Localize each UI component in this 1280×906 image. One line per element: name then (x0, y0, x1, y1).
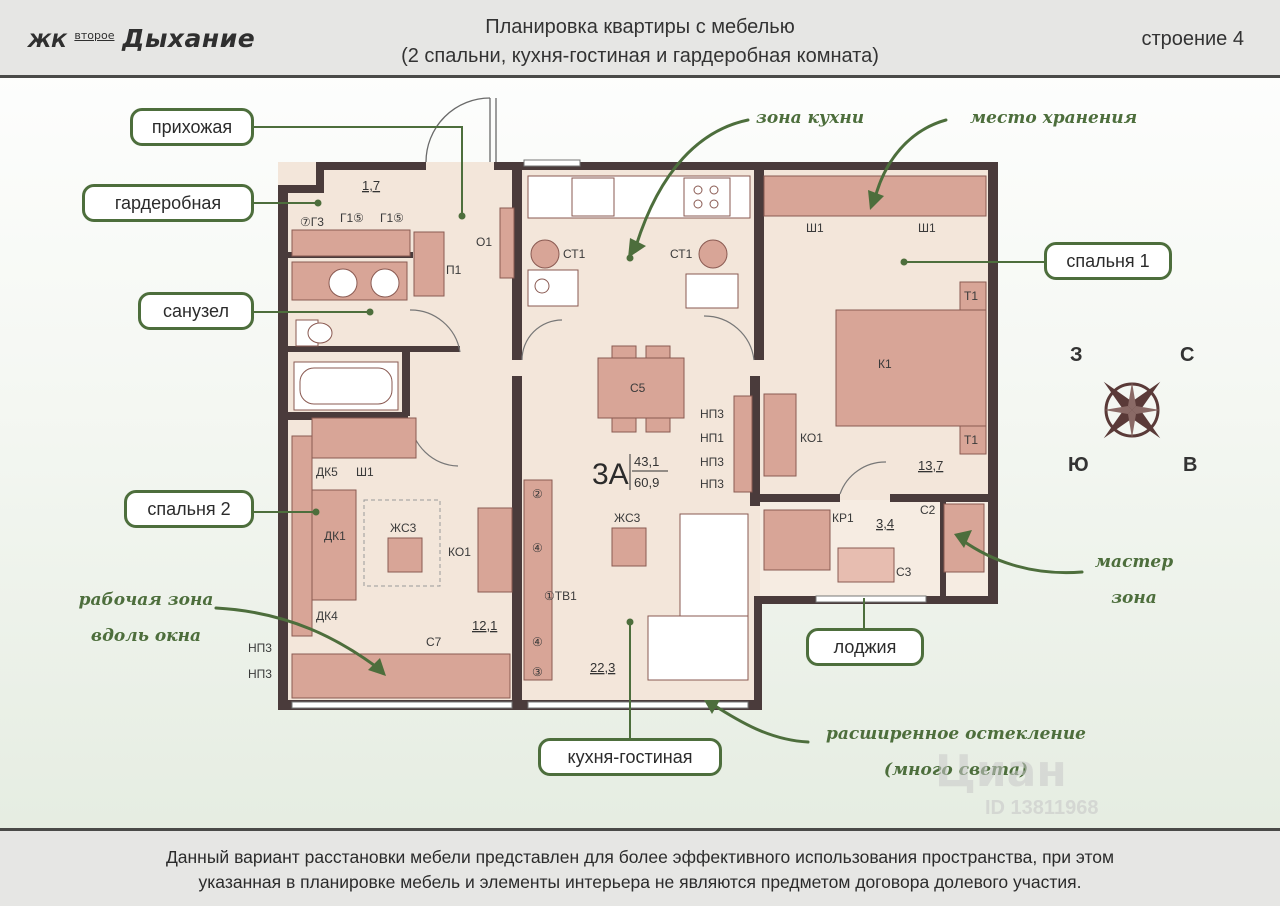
callout-loggia: лоджия (806, 628, 924, 666)
label-c3-num: ③ (532, 665, 543, 679)
label-np1: НП1 (700, 431, 724, 445)
logo-main: Дыхание (122, 24, 256, 53)
label-ko1-right: КО1 (800, 431, 823, 445)
label-k1: К1 (878, 357, 892, 371)
label-sh1c: Ш1 (356, 465, 374, 479)
label-p1: П1 (446, 263, 462, 277)
label-c4b-num: ④ (532, 635, 543, 649)
footer-disclaimer: Данный вариант расстановки мебели предст… (0, 828, 1280, 906)
curved-arrows (214, 118, 1084, 744)
callout-bedroom2: спальня 2 (124, 490, 254, 528)
note-storage: место хранения (970, 108, 1138, 128)
compass-north: С (1180, 344, 1195, 366)
label-np3e: НП3 (248, 667, 272, 681)
note-master-zone-line1: мастер (1094, 552, 1174, 572)
apartment-type: 3А 43,1 60,9 (592, 454, 668, 491)
label-g1a: Г1⑤ (340, 211, 364, 225)
callout-bedroom1: спальня 1 (1044, 242, 1172, 280)
label-g3: ⑦Г3 (300, 215, 324, 229)
label-sh1a: Ш1 (806, 221, 824, 235)
header-bar: ЖК второе Дыхание Планировка квартиры с … (0, 0, 1280, 78)
interior-doors (409, 309, 887, 495)
compass-west: З (1070, 344, 1083, 366)
apartment-total-area: 60,9 (634, 475, 659, 490)
label-o1: О1 (476, 235, 492, 249)
note-work-zone-line1: рабочая зона (78, 590, 214, 610)
logo: ЖК второе Дыхание (28, 24, 255, 58)
note-master-zone: мастер зона (1082, 544, 1186, 616)
label-kr1: КР1 (832, 511, 854, 525)
label-st1a: СТ1 (563, 247, 586, 261)
note-work-zone: рабочая зона вдоль окна (64, 582, 228, 654)
page-title: Планировка квартиры с мебелью (2 спальни… (320, 13, 960, 71)
footer-line-2: указанная в планировке мебель и элементы… (198, 872, 1082, 892)
note-kitchen-zone: зона кухни (756, 108, 865, 128)
label-np3b: НП3 (700, 455, 724, 469)
label-dk1: ДК1 (324, 529, 346, 543)
callout-hallway: прихожая (130, 108, 254, 146)
watermark-id: ID 13811968 (985, 797, 1099, 819)
label-t1a: Т1 (964, 289, 978, 303)
label-c4a-num: ④ (532, 541, 543, 555)
furniture (291, 175, 987, 699)
compass-rose (1103, 381, 1161, 439)
label-ko1-left: КО1 (448, 545, 471, 559)
compass-east: В (1183, 454, 1198, 476)
label-np3d: НП3 (248, 641, 272, 655)
callout-bathroom: санузел (138, 292, 254, 330)
label-dk4: ДК4 (316, 609, 338, 623)
bedroom2-rug (363, 499, 441, 587)
callout-wardrobe: гардеробная (82, 184, 254, 222)
label-tv1: ①ТВ1 (544, 589, 577, 603)
label-c5: С5 (630, 381, 646, 395)
label-t1b: Т1 (964, 433, 978, 447)
logo-prefix: ЖК (28, 30, 67, 52)
callout-kitchen-living: кухня-гостиная (538, 738, 722, 776)
entrance-door (425, 97, 497, 163)
label-c3: С3 (896, 565, 912, 579)
label-g1b: Г1⑤ (380, 211, 404, 225)
note-glazing-line1: расширенное остекление (826, 724, 1086, 744)
label-np3c: НП3 (700, 477, 724, 491)
building-label: строение 4 (1141, 28, 1244, 50)
area-loggia: 3,4 (876, 516, 894, 531)
note-work-zone-line2: вдоль окна (90, 626, 202, 646)
label-c7: С7 (426, 635, 442, 649)
area-labels: 1,7 12,1 22,3 13,7 3,4 (362, 178, 943, 675)
note-glazing: расширенное остекление (много света) (806, 716, 1106, 788)
note-glazing-line2: (много света) (883, 760, 1029, 780)
area-bedroom1: 13,7 (918, 458, 943, 473)
label-dk5: ДК5 (316, 465, 338, 479)
area-kitchen: 22,3 (590, 660, 615, 675)
furniture-labels: ⑦Г3 Г1⑤ Г1⑤ П1 О1 СТ1 СТ1 С5 НП3 НП1 НП3… (248, 211, 978, 681)
apartment-living-area: 43,1 (634, 454, 659, 469)
watermark-brand: Циан (935, 746, 1067, 797)
title-line-2: (2 спальни, кухня-гостиная и гардеробная… (401, 45, 879, 67)
leader-lines (252, 126, 1044, 740)
logo-small: второе (74, 29, 115, 42)
label-zhs3-kitchen: ЖС3 (614, 511, 641, 525)
windows (291, 159, 927, 709)
label-np3a: НП3 (700, 407, 724, 421)
label-c2-num: ② (532, 487, 543, 501)
area-bedroom2: 12,1 (472, 618, 497, 633)
label-st1b: СТ1 (670, 247, 693, 261)
footer-line-1: Данный вариант расстановки мебели предст… (165, 847, 1115, 867)
area-wardrobe: 1,7 (362, 178, 380, 193)
label-sh1b: Ш1 (918, 221, 936, 235)
arrow-heads (368, 190, 972, 714)
compass-south: Ю (1068, 454, 1089, 476)
label-c2: С2 (920, 503, 936, 517)
label-zhs3-bed: ЖС3 (390, 521, 417, 535)
note-master-zone-line2: зона (1111, 588, 1157, 608)
apartment-type-code: 3А (592, 458, 629, 491)
title-line-1: Планировка квартиры с мебелью (485, 16, 795, 38)
